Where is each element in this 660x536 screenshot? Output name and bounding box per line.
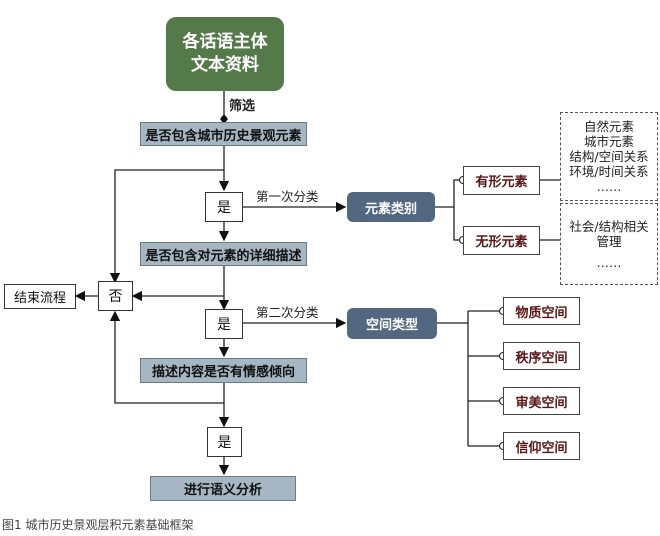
belief-space-node: 信仰空间 [503,432,580,460]
q1-no-branch [109,169,224,284]
material-space-node: 物质空间 [503,297,580,325]
tangible-elements-node: 有形元素 [463,166,540,195]
list-item: 管理 [596,233,622,249]
space-type-node: 空间类型 [347,308,437,339]
semantic-analysis-node: 进行语义分析 [150,476,296,501]
question-contains-elements: 是否包含城市历史景观元素 [140,122,307,146]
figure-caption: 图1 城市历史景观层积元素基础框架 [2,518,194,532]
q3-no-branch [109,310,224,404]
start-line2: 文本资料 [191,55,259,75]
start-node: 各话语主体 文本资料 [166,17,284,91]
intangible-elements-node: 无形元素 [463,226,540,255]
filter-diamond [220,114,228,124]
question-detailed-description: 是否包含对元素的详细描述 [140,242,307,266]
list-item: 环境/时间关系 [569,164,649,179]
end-process-node: 结束流程 [4,284,76,309]
list-item: …… [596,179,622,194]
element-category-node: 元素类别 [347,192,435,222]
first-classification-label: 第一次分类 [256,189,319,204]
yes-node-2: 是 [205,309,243,339]
list-item: 自然元素 [583,119,634,134]
list-item: …… [596,254,622,270]
no-node: 否 [98,281,133,311]
filter-label: 筛选 [229,99,256,114]
aesthetic-space-node: 审美空间 [503,387,580,415]
question-emotional-tendency: 描述内容是否有情感倾向 [140,358,307,383]
second-classification-label: 第二次分类 [256,305,319,320]
list-item: 社会/结构相关 [569,218,649,234]
tangible-elements-list: 自然元素 城市元素 结构/空间关系 环境/时间关系 …… [560,112,658,201]
list-item: 城市元素 [583,134,634,149]
yes-node-3: 是 [207,427,242,457]
list-item: 结构/空间关系 [569,149,649,164]
start-line1: 各话语主体 [182,32,268,52]
yes-node-1: 是 [205,192,243,222]
order-space-node: 秩序空间 [503,342,580,370]
intangible-elements-list: 社会/结构相关 管理 …… [560,203,658,285]
